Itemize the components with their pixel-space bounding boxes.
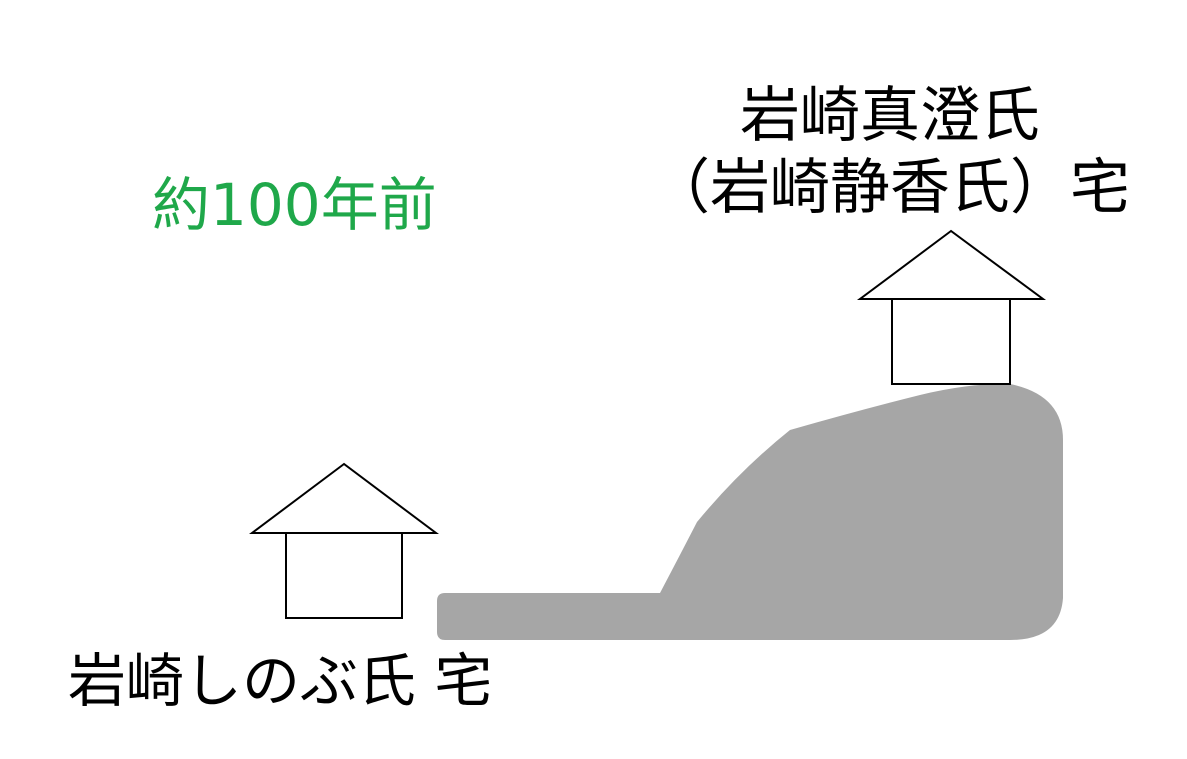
upper-house-label: 岩崎真澄氏 （岩崎静香氏）宅 <box>650 80 1130 224</box>
upper-house-body <box>891 298 1011 385</box>
upper-house-icon <box>856 229 1047 385</box>
lower-house-label: 岩崎しのぶ氏 宅 <box>68 647 493 715</box>
upper-house-label-line2: （岩崎静香氏）宅 <box>650 153 1130 223</box>
era-label: 約100年前 <box>152 171 437 239</box>
upper-house-roof <box>856 229 1047 300</box>
lower-house-roof <box>249 462 439 534</box>
hill-terrain <box>437 383 1063 640</box>
lower-house-icon <box>249 462 439 619</box>
upper-house-label-line1: 岩崎真澄氏 <box>740 81 1040 151</box>
lower-house-body <box>285 532 403 619</box>
